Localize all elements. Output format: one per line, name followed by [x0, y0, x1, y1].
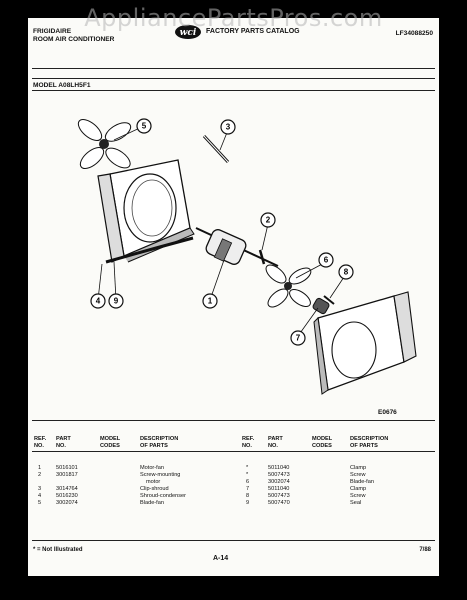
callout-9: 9 [108, 293, 124, 309]
catalog-number: LF34088250 [395, 30, 433, 37]
catalog-title-block: wci FACTORY PARTS CATALOG [174, 24, 300, 40]
shroud-lower-drawing [313, 291, 417, 395]
drawing-number: E0676 [378, 409, 397, 416]
fan-blade-upper-drawing [77, 119, 132, 169]
model-rule-top [32, 78, 435, 79]
svg-text:2: 2 [266, 216, 271, 225]
svg-text:8: 8 [344, 268, 349, 277]
header-rule [32, 68, 435, 69]
page-number: A-14 [213, 555, 229, 562]
table-rule-bottom [32, 540, 435, 541]
svg-text:3: 3 [226, 123, 231, 132]
screw-mounting-drawing [258, 249, 266, 265]
model-label: MODEL A08LH5F1 [33, 82, 91, 89]
clamp-screw-drawing [323, 295, 335, 305]
clip-shroud-drawing [202, 134, 230, 164]
header-ref-right: REF.NO. [242, 436, 255, 449]
parts-catalog-page: FRIGIDAIRE ROOM AIR CONDITIONER wci FACT… [28, 18, 439, 576]
shroud-condenser-drawing [97, 159, 195, 263]
brand-name: FRIGIDAIRE [33, 28, 72, 35]
seal-drawing [105, 236, 194, 264]
callout-4: 4 [90, 293, 106, 309]
wci-logo-icon: wci [175, 25, 201, 39]
brand-block: FRIGIDAIRE ROOM AIR CONDITIONER [33, 28, 114, 44]
model-rule-bottom [32, 90, 435, 91]
callout-8: 8 [338, 264, 354, 280]
table-rule-top [32, 420, 435, 421]
header-ref-left: REF.NO. [34, 436, 47, 449]
callout-2: 2 [260, 212, 276, 228]
exploded-parts-diagram: 5 3 2 1 4 9 6 8 7 [77, 118, 417, 395]
svg-text:5: 5 [142, 122, 147, 131]
svg-text:6: 6 [324, 256, 329, 265]
callout-7: 7 [290, 330, 306, 346]
svg-text:7: 7 [296, 334, 301, 343]
callout-5: 5 [136, 118, 152, 134]
callout-1: 1 [202, 293, 218, 309]
callout-3: 3 [220, 119, 236, 135]
catalog-title: FACTORY PARTS CATALOG [206, 28, 300, 35]
table-rule-header [32, 451, 435, 452]
callout-6: 6 [318, 252, 334, 268]
svg-text:wci: wci [180, 28, 197, 38]
svg-text:9: 9 [114, 297, 119, 306]
svg-text:4: 4 [96, 297, 101, 306]
revision-date: 7/88 [419, 547, 431, 553]
product-line: ROOM AIR CONDITIONER [33, 36, 115, 43]
svg-text:1: 1 [208, 297, 213, 306]
footnote: * = Not Illustrated [33, 547, 83, 553]
motor-fan-drawing [195, 227, 279, 267]
fan-blade-lower-drawing [265, 264, 312, 308]
